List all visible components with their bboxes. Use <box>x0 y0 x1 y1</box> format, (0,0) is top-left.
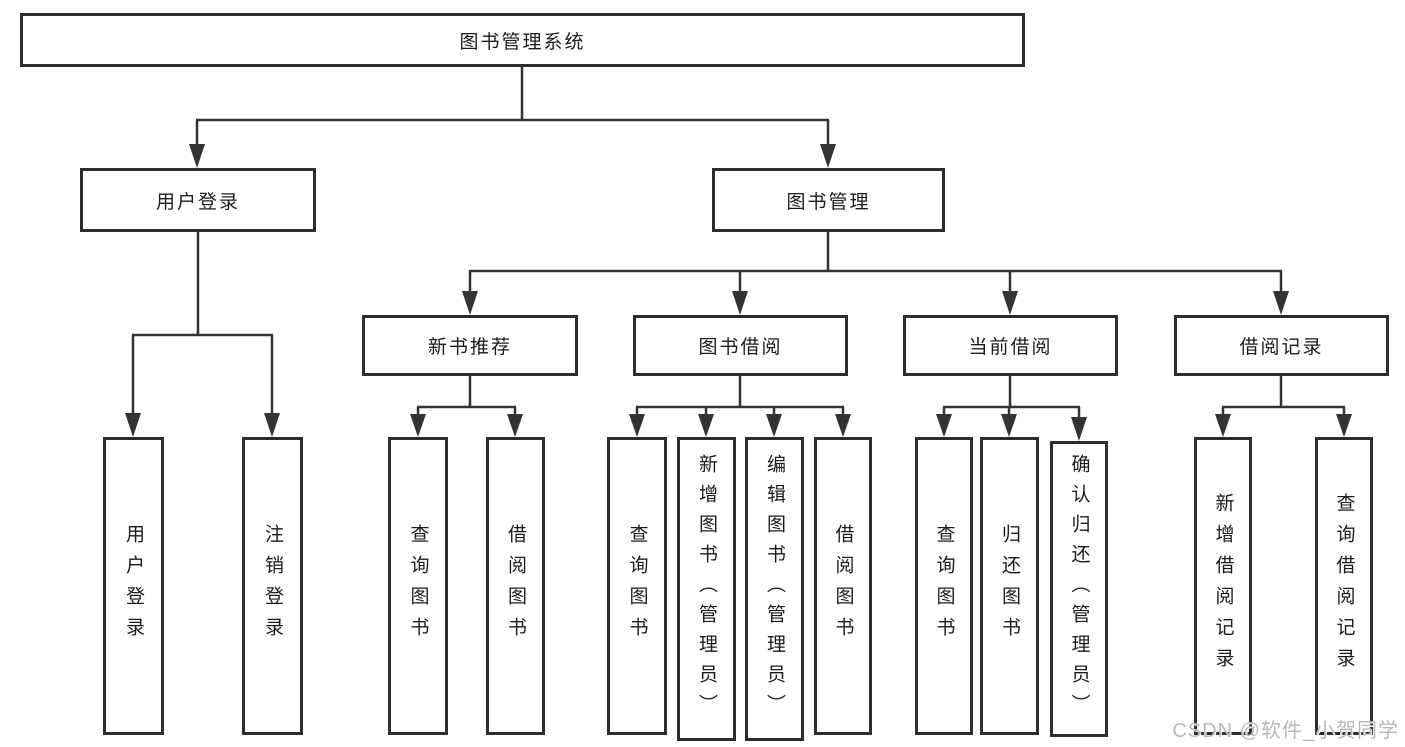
leaf-logout: 注销登录 <box>242 437 303 735</box>
leaf-add-borrow-record: 新增借阅记录 <box>1194 437 1252 735</box>
leaf-query-borrow-record: 查询借阅记录 <box>1315 437 1373 735</box>
node-borrowing-records: 借阅记录 <box>1174 315 1389 376</box>
node-library-management-system: 图书管理系统 <box>20 13 1025 67</box>
node-label: 确认归还（管理员） <box>1068 454 1090 724</box>
node-new-book-recommendation: 新书推荐 <box>362 315 578 376</box>
node-label: 用户登录 <box>155 191 240 213</box>
leaf-confirm-return-admin: 确认归还（管理员） <box>1050 441 1108 737</box>
node-label: 当前借阅 <box>968 337 1053 358</box>
node-label: 用户登录 <box>123 524 144 648</box>
leaf-query-books-current: 查询图书 <box>915 437 973 735</box>
leaf-query-books-borrow: 查询图书 <box>607 437 667 735</box>
leaf-borrow-books: 借阅图书 <box>814 437 872 735</box>
node-user-login: 用户登录 <box>80 168 316 232</box>
node-label: 查询图书 <box>407 524 429 648</box>
leaf-add-books-admin: 新增图书（管理员） <box>677 437 736 741</box>
node-label: 借阅图书 <box>505 524 526 648</box>
node-label: 图书管理 <box>786 191 871 213</box>
node-label: 注销登录 <box>262 524 283 648</box>
node-label: 借阅图书 <box>832 524 854 648</box>
node-book-borrowing: 图书借阅 <box>633 315 848 376</box>
csdn-watermark: CSDN @软件_小贺同学 <box>1172 720 1399 742</box>
leaf-return-books: 归还图书 <box>980 437 1039 735</box>
leaf-borrow-books-recommend: 借阅图书 <box>486 437 545 735</box>
node-label: 查询图书 <box>626 524 648 648</box>
node-current-borrowing: 当前借阅 <box>903 315 1118 376</box>
node-label: 图书借阅 <box>698 337 783 358</box>
leaf-query-books-recommend: 查询图书 <box>388 437 448 735</box>
leaf-edit-books-admin: 编辑图书（管理员） <box>745 437 804 741</box>
node-label: 查询图书 <box>933 524 955 648</box>
leaf-user-login: 用户登录 <box>103 437 164 735</box>
node-label: 编辑图书（管理员） <box>764 454 785 724</box>
node-book-management: 图书管理 <box>712 168 945 232</box>
node-label: 图书管理系统 <box>459 31 586 53</box>
node-label: 新增借阅记录 <box>1212 493 1234 679</box>
node-label: 新增图书（管理员） <box>696 454 717 724</box>
node-label: 借阅记录 <box>1239 337 1324 358</box>
node-label: 归还图书 <box>999 524 1020 648</box>
node-label: 查询借阅记录 <box>1333 493 1355 679</box>
node-label: 新书推荐 <box>427 337 512 358</box>
